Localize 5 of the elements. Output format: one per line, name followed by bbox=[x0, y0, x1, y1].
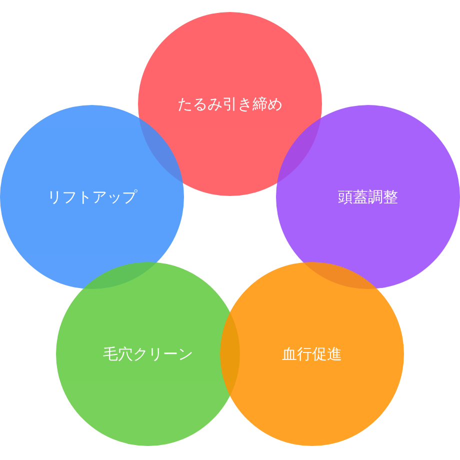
circle-label: 血行促進 bbox=[282, 344, 342, 364]
circle-label: 頭蓋調整 bbox=[338, 188, 398, 206]
circle-label: リフトアップ bbox=[47, 188, 137, 206]
circle-label: たるみ引き締め bbox=[178, 94, 282, 114]
circle-label: 毛穴クリーン bbox=[103, 344, 193, 364]
